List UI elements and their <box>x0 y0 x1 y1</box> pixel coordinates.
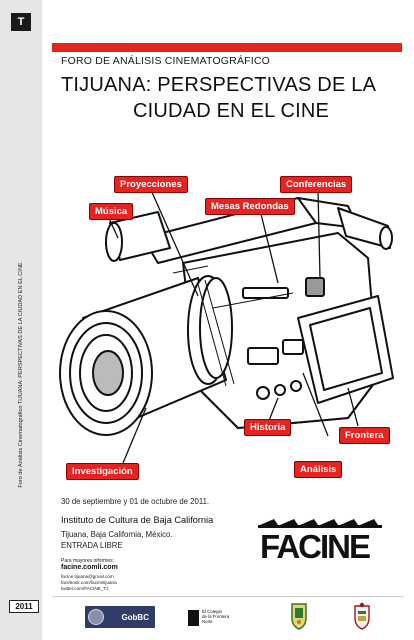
event-city: Tijuana, Baja California, México. <box>61 530 173 539</box>
t-badge: T <box>11 13 31 31</box>
uabc-crest-logo <box>291 603 307 630</box>
event-venue: Instituto de Cultura de Baja California <box>61 515 214 525</box>
red-header-bar <box>52 43 402 52</box>
main-title-line-1: TIJUANA: PERSPECTIVAS DE LA <box>61 74 377 96</box>
contact-facebook: facebook.com/facinetijuana <box>61 580 117 585</box>
year-label: 2011 <box>9 600 39 613</box>
vertical-spine-text: Foro de Análisis Cinematográfico TIJUANA… <box>18 262 24 488</box>
footer-divider <box>52 596 404 597</box>
colef-line-1: El Colegio <box>202 609 223 614</box>
tag-investigacion: Investigación <box>66 463 139 480</box>
tag-mesas-redondas: Mesas Redondas <box>205 198 295 215</box>
tag-historia: Historia <box>244 419 292 436</box>
colef-line-2: de la Frontera <box>202 614 230 619</box>
contact-label: Para mayores informes: <box>61 558 115 564</box>
gobbc-seal-logo <box>88 609 104 625</box>
icbc-crest-logo <box>354 602 370 630</box>
colef-logo: El Colegio de la Frontera Norte <box>188 608 238 628</box>
overline-title: FORO DE ANÁLISIS CINEMATOGRÁFICO <box>61 55 271 67</box>
contact-twitter: twitter.com/FACINE_TJ <box>61 586 109 591</box>
tag-proyecciones: Proyecciones <box>114 176 188 193</box>
contact-email: facine.tijuana@gmail.com <box>61 574 114 579</box>
colef-mark-icon <box>188 610 199 626</box>
colef-line-3: Norte <box>202 619 213 624</box>
tag-musica: Música <box>89 203 134 220</box>
tag-conferencias: Conferencias <box>280 176 353 193</box>
tag-frontera: Frontera <box>339 427 390 444</box>
left-sidebar-strip <box>0 0 42 640</box>
facine-clapperboard-logo <box>258 519 382 528</box>
tag-analisis: Análisis <box>294 461 343 478</box>
video-camera-illustration <box>59 189 394 464</box>
event-dates: 30 de septiembre y 01 de octubre de 2011… <box>61 497 210 506</box>
main-title-line-2: CIUDAD EN EL CINE <box>133 100 330 122</box>
facine-wordmark: FACINE <box>260 528 371 565</box>
contact-website: facine.comli.com <box>61 564 118 571</box>
gobbc-label: GobBC <box>121 612 149 622</box>
event-admission: ENTRADA LIBRE <box>61 541 123 550</box>
gobbc-logo: GobBC <box>85 606 155 628</box>
